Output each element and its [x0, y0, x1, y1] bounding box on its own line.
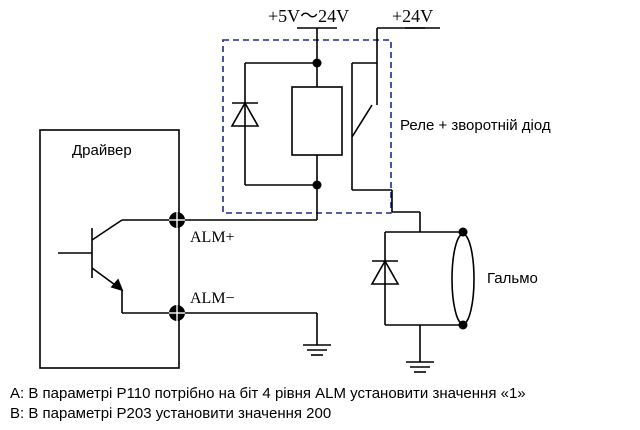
- note-a: A: В параметрі P110 потрібно на біт 4 рі…: [10, 385, 526, 402]
- supply-right-label: +24V: [392, 6, 433, 26]
- relay-diode-triangle: [230, 101, 260, 127]
- relay-coil: [291, 86, 343, 156]
- alm-minus-label: ALM−: [190, 290, 235, 307]
- junction-dot: [458, 320, 468, 330]
- transistor-collector: [91, 219, 123, 241]
- junction-dot: [458, 227, 468, 237]
- emitter-arrow: [110, 278, 124, 292]
- brake-coil: [451, 233, 475, 325]
- junction-dot: [312, 180, 322, 190]
- alm-plus-label: ALM+: [190, 229, 235, 246]
- supply-left-label: +5V～24V: [268, 6, 349, 26]
- brake-diode-triangle: [370, 259, 400, 285]
- relay-contact-blade: [351, 104, 373, 138]
- brake-label: Гальмо: [487, 270, 538, 287]
- relay-caption: Реле + зворотній діод: [400, 117, 551, 134]
- terminal-alm-plus: [169, 212, 185, 228]
- driver-box: [39, 129, 180, 369]
- note-b: B: В параметрі P203 установити значення …: [10, 405, 332, 422]
- driver-label: Драйвер: [72, 142, 132, 159]
- terminal-alm-minus: [169, 305, 185, 321]
- relay-enclosure: [222, 39, 392, 214]
- junction-dot: [312, 58, 322, 68]
